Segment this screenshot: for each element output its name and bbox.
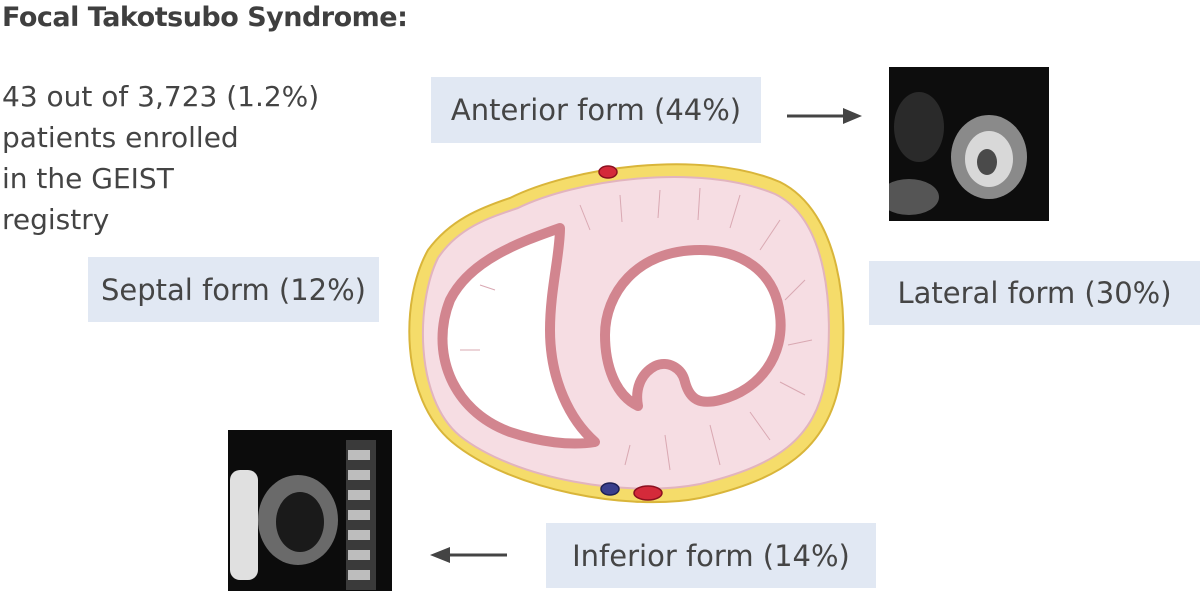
heart-cross-section <box>408 163 845 504</box>
enrollment-stat: 43 out of 3,723 (1.2%) patients enrolled… <box>2 76 319 240</box>
arrow-right-icon <box>787 108 862 124</box>
left-ventricle <box>600 245 786 411</box>
inferior-vein <box>600 482 620 496</box>
right-ventricle <box>437 223 600 449</box>
stat-line: registry <box>2 203 110 236</box>
arrow-left-icon <box>430 547 507 563</box>
septal-form-label: Septal form (12%) <box>88 257 379 322</box>
anterior-artery <box>598 165 618 179</box>
stat-line: 43 out of 3,723 (1.2%) <box>2 80 320 113</box>
inferior-artery <box>633 485 663 501</box>
lateral-form-label: Lateral form (30%) <box>869 261 1200 325</box>
stat-line: patients enrolled <box>2 121 239 154</box>
mri-long-axis-image <box>228 430 392 591</box>
anterior-form-label: Anterior form (44%) <box>431 77 761 143</box>
figure-title: Focal Takotsubo Syndrome: <box>2 2 408 33</box>
stat-line: in the GEIST <box>2 162 174 195</box>
inferior-form-label: Inferior form (14%) <box>546 523 876 588</box>
mri-short-axis-image <box>889 67 1049 221</box>
